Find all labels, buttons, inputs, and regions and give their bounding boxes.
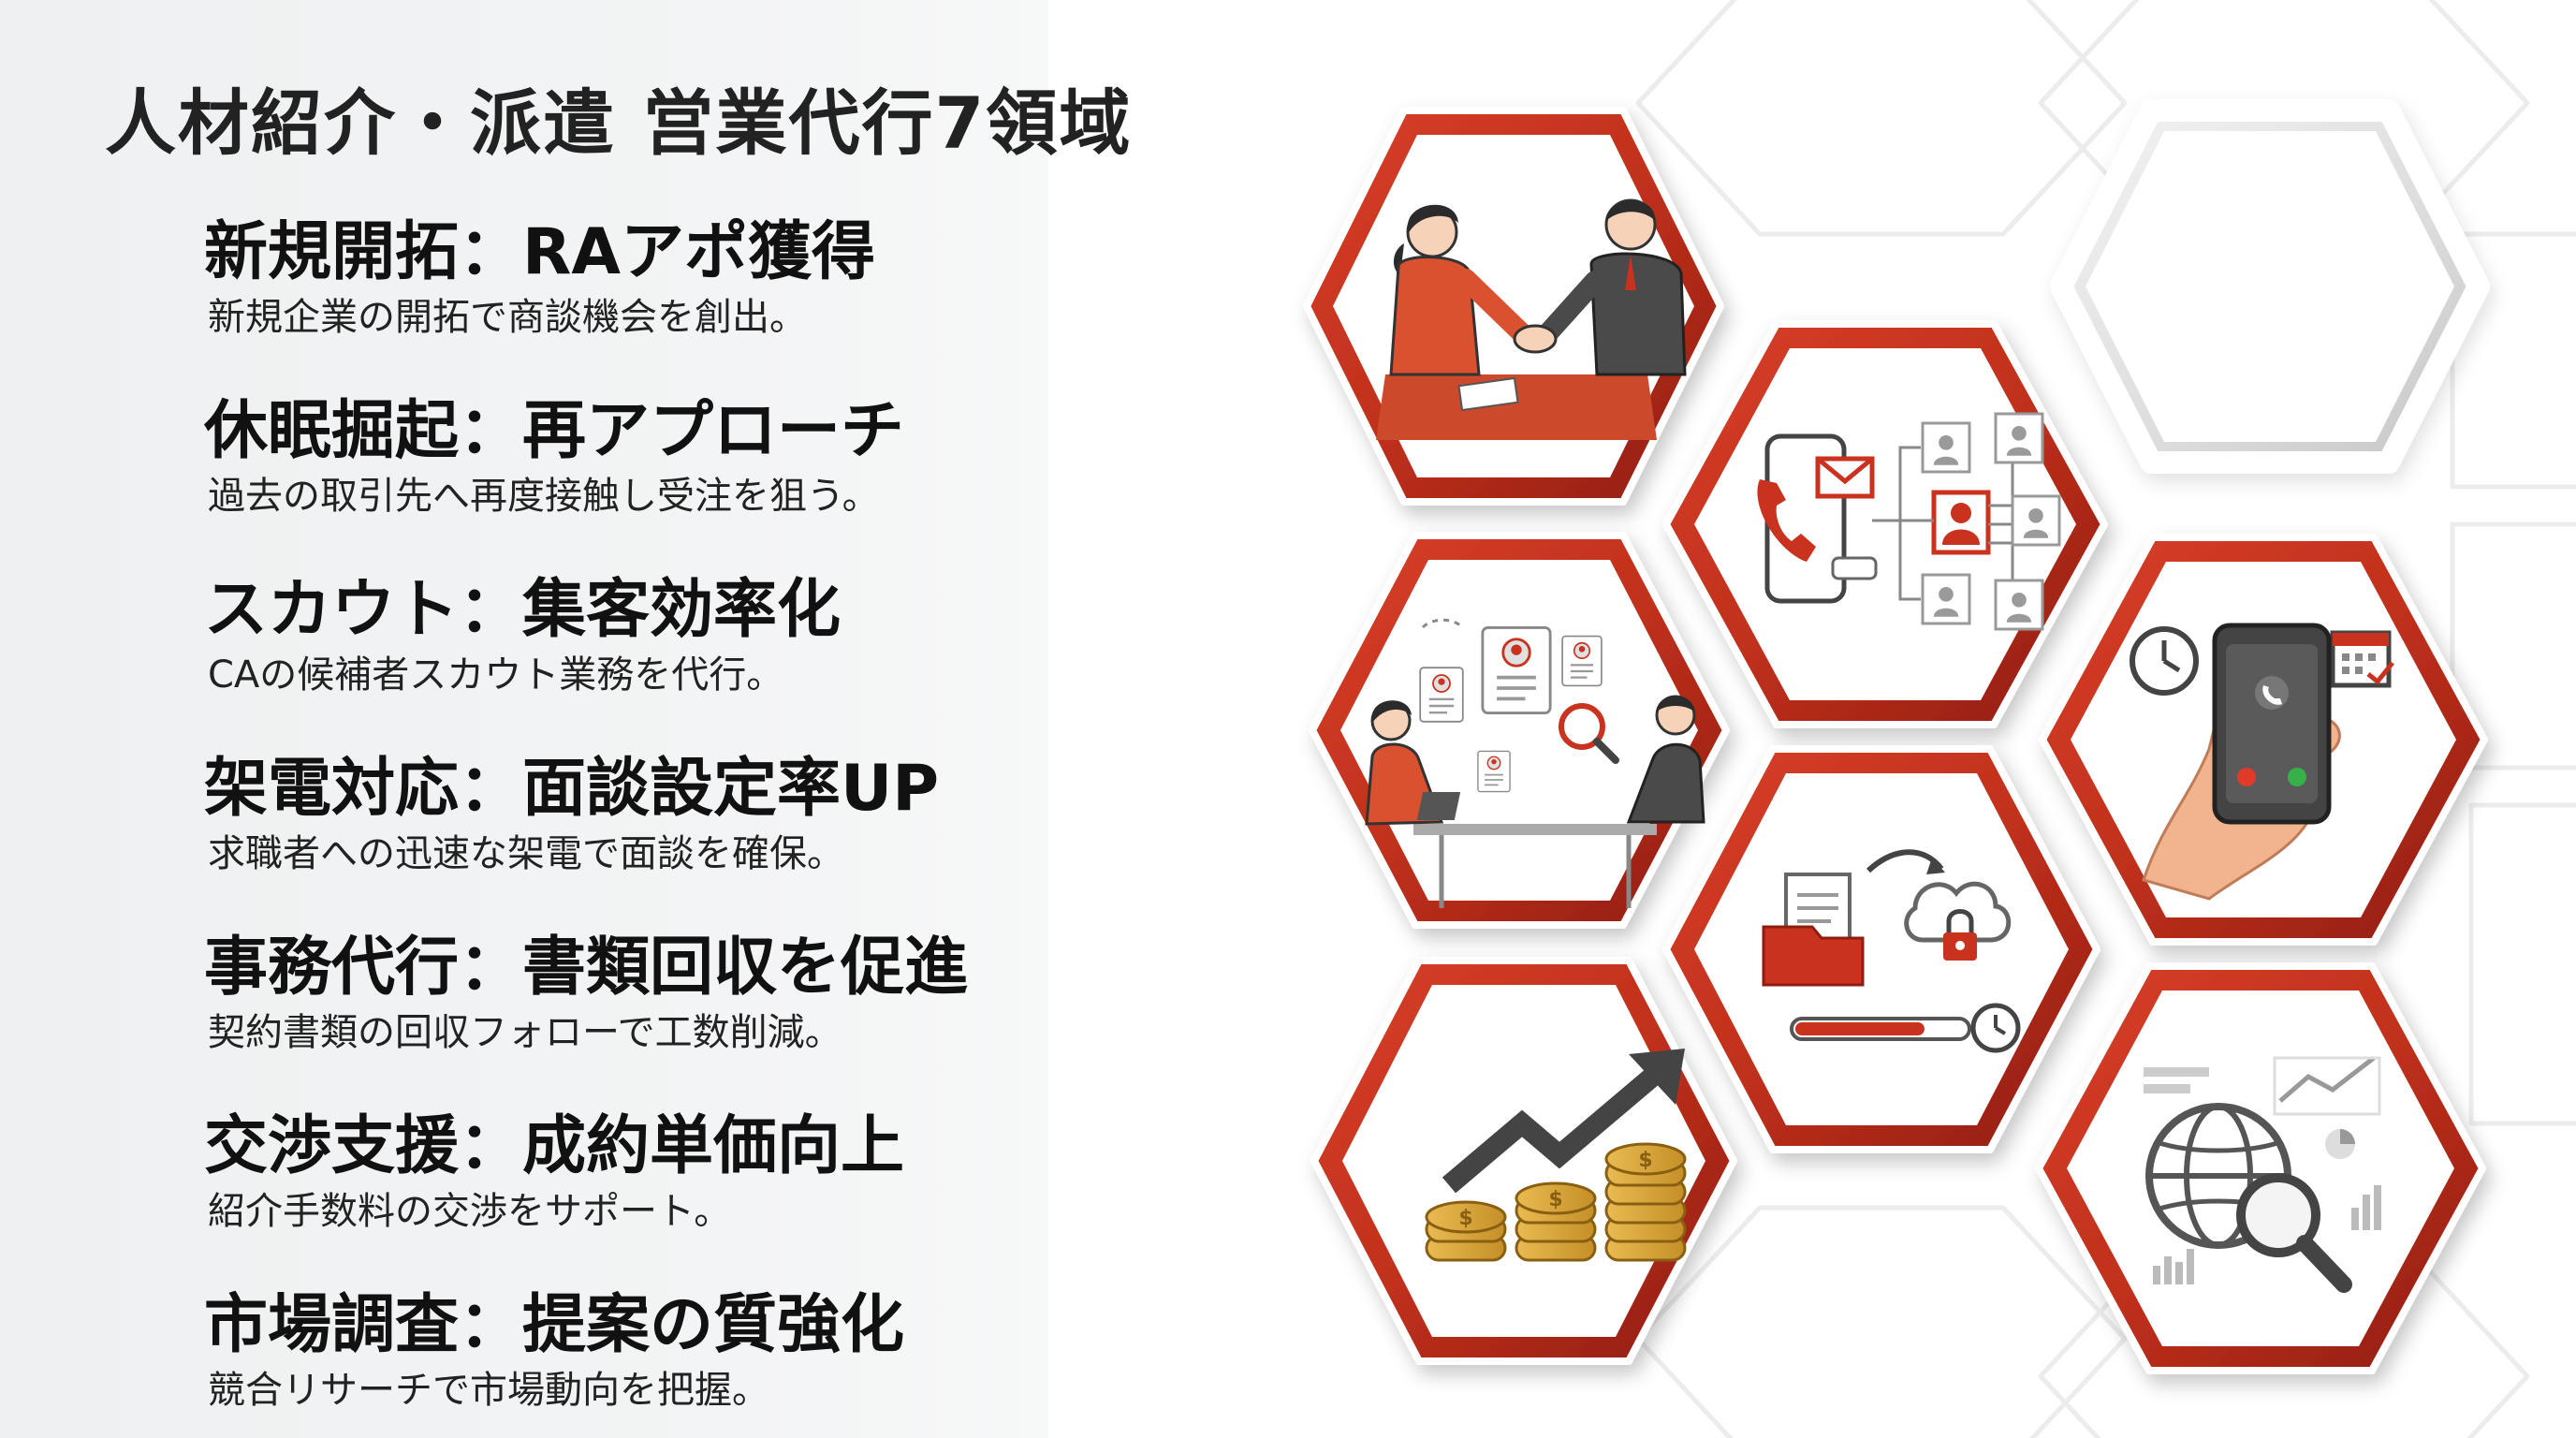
area-description: CAの候補者スカウト業務を代行。 bbox=[208, 653, 784, 697]
svg-text:$: $ bbox=[1458, 1207, 1472, 1230]
area-description: 契約書類の回収フォローで工数削減。 bbox=[208, 1011, 842, 1054]
area-heading: スカウト：集客効率化 bbox=[204, 573, 842, 647]
area-description: 求職者への迅速な架電で面談を確保。 bbox=[208, 832, 844, 875]
area-heading: 交渉支援：成約単価向上 bbox=[204, 1109, 905, 1183]
area-heading: 休眠掘起：再アプローチ bbox=[204, 394, 905, 468]
area-description: 新規企業の開拓で商談機会を創出。 bbox=[208, 296, 807, 339]
cloud-document-illustration bbox=[1662, 745, 2100, 1153]
revenue-growth-illustration: $ $ $ bbox=[1310, 957, 1737, 1365]
area-heading: 新規開拓：RAアポ獲得 bbox=[204, 215, 875, 289]
area-item-6: 交渉支援：成約単価向上 紹介手数料の交渉をサポート。 bbox=[204, 1108, 1009, 1286]
phone-call-icon bbox=[2130, 623, 2394, 901]
handshake-illustration bbox=[1303, 107, 1724, 506]
contact-network-illustration bbox=[1662, 320, 2108, 728]
area-heading: 事務代行：書類回収を促進 bbox=[204, 931, 969, 1005]
text-panel bbox=[0, 0, 1048, 1438]
area-description: 過去の取引先へ再度接触し受注を狙う。 bbox=[208, 475, 880, 518]
area-description: 紹介手数料の交渉をサポート。 bbox=[208, 1190, 732, 1233]
area-heading: 架電対応：面談設定率UP bbox=[204, 752, 940, 826]
page-title: 人材紹介・派遣 営業代行7領域 bbox=[105, 81, 1133, 165]
area-list: 新規開拓：RAアポ獲得 新規企業の開拓で商談機会を創出。 休眠掘起：再アプローチ… bbox=[204, 213, 1009, 1438]
area-item-5: 事務代行：書類回収を促進 契約書類の回収フォローで工数削減。 bbox=[204, 929, 1009, 1108]
area-item-3: スカウト：集客効率化 CAの候補者スカウト業務を代行。 bbox=[204, 571, 1009, 750]
empty-hexagon bbox=[2050, 99, 2490, 474]
cloud-document-icon bbox=[1762, 849, 2021, 1053]
handshake-icon bbox=[1376, 198, 1687, 440]
area-heading: 市場調査：提案の質強化 bbox=[204, 1288, 905, 1362]
revenue-growth-icon: $ $ $ bbox=[1425, 1049, 1687, 1262]
candidate-scout-icon bbox=[1365, 618, 1705, 908]
area-item-1: 新規開拓：RAアポ獲得 新規企業の開拓で商談機会を創出。 bbox=[204, 213, 1009, 392]
area-description: 競合リサーチで市場動向を把握。 bbox=[208, 1369, 769, 1412]
svg-text:$: $ bbox=[1638, 1149, 1652, 1172]
market-research-illustration bbox=[2035, 962, 2486, 1374]
area-item-2: 休眠掘起：再アプローチ 過去の取引先へ再度接触し受注を狙う。 bbox=[204, 392, 1009, 571]
candidate-scout-illustration bbox=[1309, 532, 1730, 929]
market-research-icon bbox=[2144, 1056, 2381, 1293]
area-item-7: 市場調査：提案の質強化 競合リサーチで市場動向を把握。 bbox=[204, 1286, 1009, 1438]
phone-call-illustration bbox=[2039, 534, 2488, 946]
area-item-4: 架電対応：面談設定率UP 求職者への迅速な架電で面談を確保。 bbox=[204, 750, 1009, 929]
svg-text:$: $ bbox=[1548, 1188, 1562, 1211]
contact-network-icon bbox=[1757, 412, 2061, 631]
